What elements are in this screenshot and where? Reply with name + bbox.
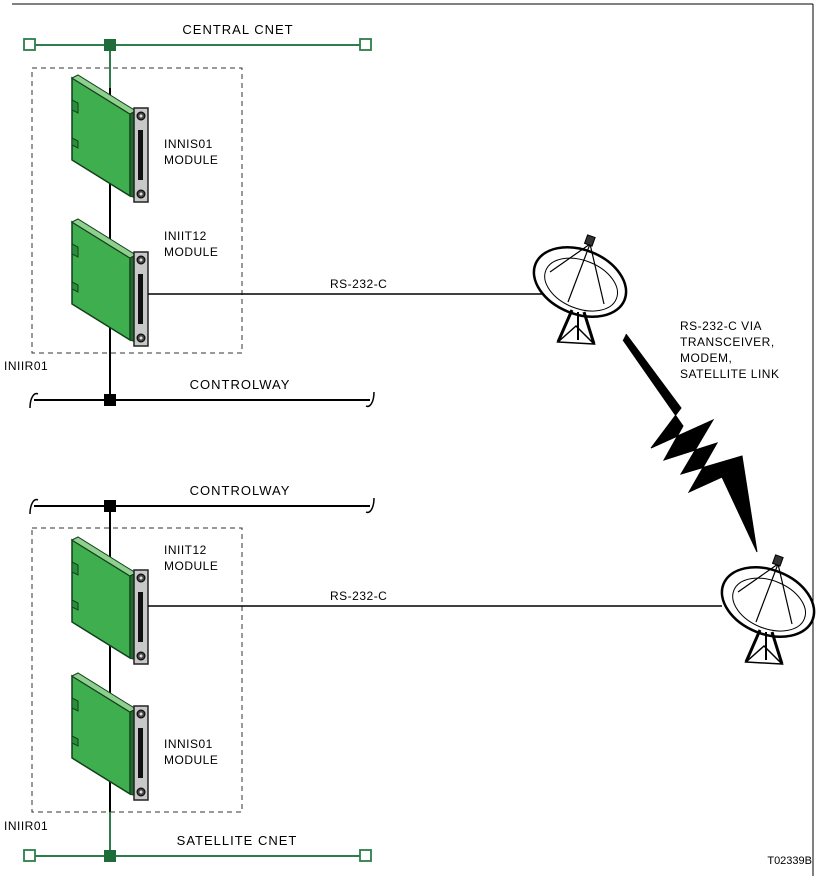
top-enclosure-label: INIIR01: [4, 359, 48, 373]
figure-id: T02339B: [767, 855, 812, 867]
satellite-cnet-bus: [23, 812, 372, 862]
satellite-link-note-4: SATELLITE LINK: [680, 367, 779, 381]
bottom-rs232-label: RS-232-C: [330, 589, 387, 603]
top-controlway-label: CONTROLWAY: [190, 377, 291, 392]
satellite-link-note-2: TRANSCEIVER,: [680, 335, 775, 349]
top-iniir01-enclosure: [31, 67, 243, 354]
top-innis01-label-1: INNIS01: [164, 137, 213, 151]
satellite-cnet-label: SATELLITE CNET: [177, 833, 298, 848]
bottom-controlway-label: CONTROLWAY: [190, 483, 291, 498]
bottom-enclosure-label: INIIR01: [4, 819, 48, 833]
bottom-iniir01-enclosure: [31, 527, 243, 813]
top-rs232-label: RS-232-C: [330, 277, 387, 291]
bottom-innis01-label-1: INNIS01: [164, 737, 213, 751]
top-satellite-dish-icon: [522, 232, 638, 346]
satellite-link-bolt: [622, 333, 758, 553]
bottom-innis01-label-2: MODULE: [164, 753, 218, 767]
top-innis01-label-2: MODULE: [164, 153, 218, 167]
central-cnet-label: CENTRAL CNET: [182, 22, 293, 37]
top-controlway-bus: [29, 391, 375, 409]
satellite-link-note-1: RS-232-C VIA: [680, 319, 762, 333]
bottom-iniit12-label-2: MODULE: [164, 559, 218, 573]
bottom-iniit12-label-1: INIIT12: [164, 543, 207, 557]
bottom-controlway-bus: [29, 497, 375, 515]
top-iniit12-label-2: MODULE: [164, 245, 218, 259]
satellite-link-note-3: MODEM,: [680, 351, 732, 365]
bottom-satellite-dish-icon: [710, 552, 817, 666]
central-cnet-bus: [23, 38, 372, 88]
top-iniit12-label-1: INIIT12: [164, 229, 207, 243]
